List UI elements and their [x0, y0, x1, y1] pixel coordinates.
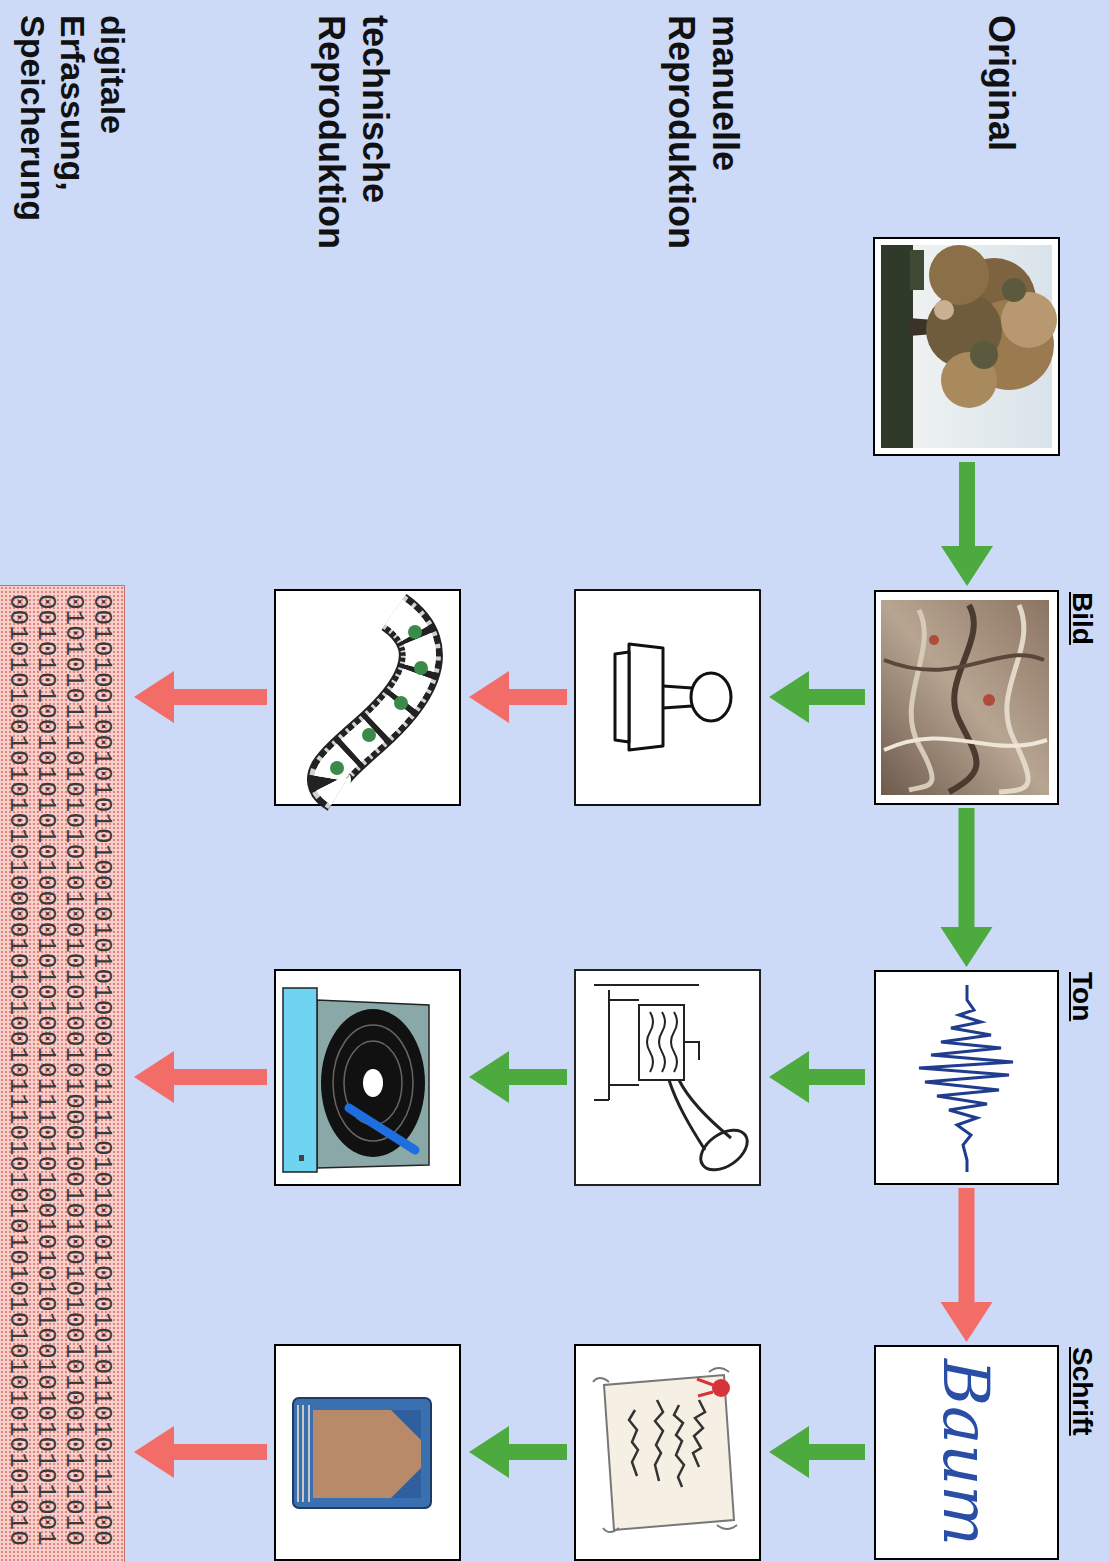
cylinder: [639, 1005, 684, 1080]
player-button: [299, 1155, 304, 1161]
seal: [712, 1379, 730, 1397]
flow-arrow: [769, 1051, 865, 1103]
flow-arrow: [941, 462, 993, 586]
sprocket-holes: [329, 612, 421, 792]
picture-box: Bild: [874, 590, 1059, 805]
flow-arrow: [769, 1426, 865, 1478]
phonograph-drawing: [575, 970, 760, 1185]
flow-arrow: [469, 671, 567, 723]
stamp-rubber: [615, 652, 629, 742]
horn-neck: [669, 1080, 705, 1150]
binary-strip: 0010100100101010100101010100010111101010…: [0, 585, 125, 1562]
script-scribble: [629, 1400, 705, 1487]
picture-frame: [575, 590, 760, 805]
column-heading: Bild: [1065, 592, 1099, 803]
record-player-drawing: [275, 970, 460, 1185]
stamp-drawing: [575, 590, 760, 805]
picture-ground: [874, 970, 1059, 1185]
photo-ground: [881, 245, 913, 448]
picture-frame: [575, 1345, 760, 1560]
bark-stroke: [884, 655, 1044, 670]
book-front: [313, 1410, 421, 1498]
layout-arrows: [134, 462, 993, 1478]
tonearm: [349, 1108, 415, 1150]
picture-ground: [874, 1345, 1059, 1560]
sound-wave: [874, 970, 1059, 1185]
horn-bell: [694, 1122, 755, 1178]
book-corners: [391, 1410, 421, 1498]
stamp-base: [629, 644, 663, 750]
stamp-neck: [663, 686, 692, 708]
bark-stroke: [884, 738, 1047, 750]
flow-arrow: [469, 1051, 567, 1103]
parchment-roll: [593, 1368, 737, 1532]
waveform: [919, 985, 1013, 1172]
stand: [594, 985, 699, 1100]
book-drawing: [275, 1345, 460, 1560]
row-label: Original: [979, 15, 1023, 151]
tree-crown: [929, 245, 989, 305]
frame-picture: [362, 728, 376, 742]
photo-bush: [910, 250, 924, 290]
handwriting: Baum: [931, 1359, 1001, 1546]
frame-picture: [394, 696, 408, 710]
flow-arrow: [134, 671, 267, 723]
book-cover: [293, 1398, 431, 1508]
tree-leaves: [1002, 278, 1026, 302]
film-frames: [329, 612, 421, 792]
binary-digits: 0010100100101010100101010100010111101010…: [0, 586, 120, 1554]
picture-frame: [575, 970, 760, 1185]
bark-stroke: [999, 605, 1028, 792]
player-front: [283, 988, 317, 1172]
bark-stroke: [949, 605, 977, 792]
picture-box: SchriftBaum: [874, 1345, 1059, 1560]
horn-neck: [679, 1080, 731, 1138]
flow-arrow: [769, 671, 865, 723]
seal-ribbon: [697, 1379, 713, 1396]
scroll-drawing: [575, 1345, 760, 1560]
film-strip-drawing: [275, 590, 460, 805]
frame-picture: [408, 625, 422, 639]
picture-frame: [275, 1345, 460, 1560]
bark-painting: [874, 590, 1059, 805]
stamp-knob: [691, 673, 731, 721]
picture-ground: [874, 590, 1059, 805]
row-label: manuelle Reproduktion: [659, 15, 747, 249]
film-band: [329, 612, 421, 792]
stylus-arm: [684, 1042, 699, 1060]
tree-leaves: [970, 341, 998, 369]
column-heading: Schrift: [1065, 1347, 1099, 1558]
record-label: [363, 1069, 383, 1097]
row-label: digitale Erfassung, Speicherung: [13, 15, 133, 221]
paint-spot: [983, 694, 995, 706]
picture-frame: [275, 970, 460, 1185]
parchment: [604, 1375, 734, 1530]
frame-picture: [414, 661, 428, 675]
picture-box: Ton: [874, 970, 1059, 1185]
flow-arrow: [469, 1426, 567, 1478]
flow-arrow: [134, 1426, 267, 1478]
film-frames: [329, 612, 421, 792]
player-top: [317, 1000, 429, 1168]
record: [321, 1009, 425, 1157]
column-heading: Ton: [1065, 972, 1099, 1183]
bark-stroke: [909, 610, 932, 790]
flow-arrow: [941, 808, 993, 967]
flow-arrow: [134, 1051, 267, 1103]
tree-photo: [874, 238, 1059, 455]
grooves: [647, 1012, 677, 1072]
tree-leaves: [934, 300, 954, 320]
book-pages: [298, 1405, 309, 1502]
frame-picture: [330, 761, 344, 775]
photo-frame: [874, 238, 1059, 455]
paint-spot: [929, 635, 939, 645]
painting: [881, 600, 1049, 795]
flow-arrow: [941, 1188, 993, 1342]
row-label: technische Reproduktion: [309, 15, 397, 249]
picture-frame: [275, 590, 460, 805]
